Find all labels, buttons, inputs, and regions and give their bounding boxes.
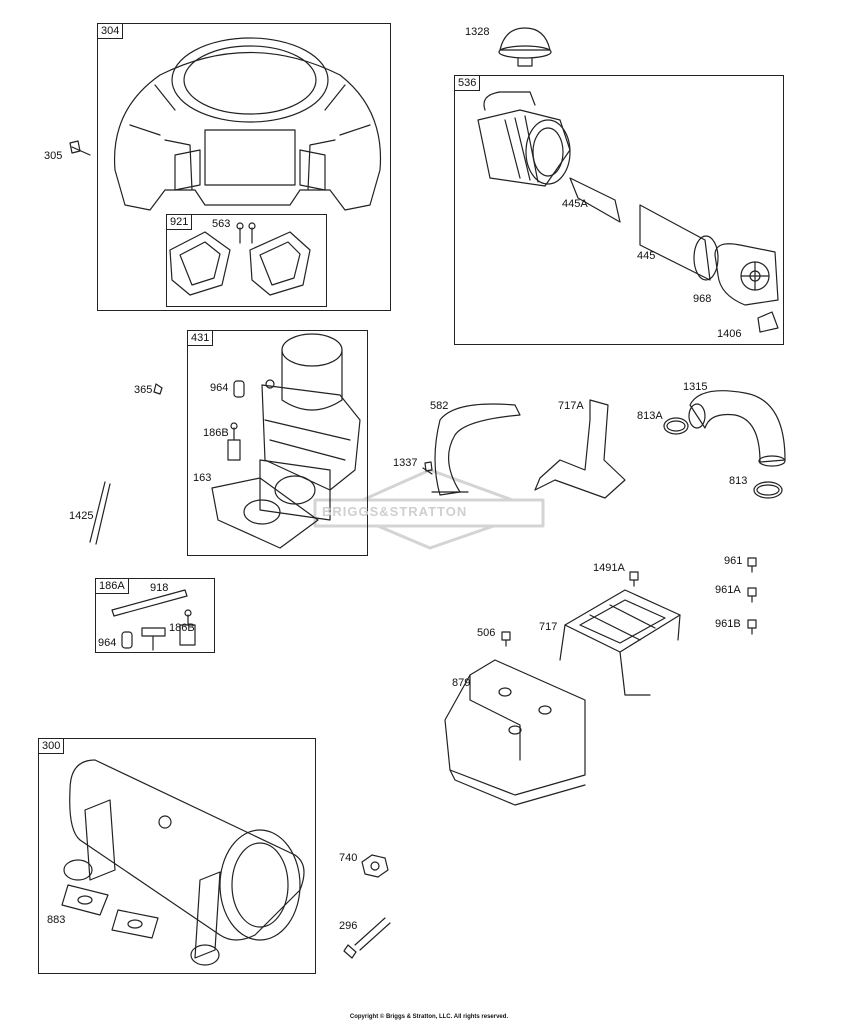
kit-186A-drawing (111, 589, 196, 651)
screw-365-drawing (153, 383, 163, 395)
part-label-1425: 1425 (69, 510, 94, 522)
part-label-961A: 961A (715, 584, 741, 596)
clamp-813-drawing (753, 481, 783, 499)
nut-740-drawing (361, 854, 389, 878)
part-label-582: 582 (430, 400, 449, 412)
stud-296-drawing (343, 917, 391, 959)
part-label-813: 813 (729, 475, 748, 487)
part-label-365: 365 (134, 384, 153, 396)
part-label-813A: 813A (637, 410, 663, 422)
cap-1328-drawing (498, 27, 552, 67)
part-label-1491A: 1491A (593, 562, 625, 574)
part-label-305: 305 (44, 150, 63, 162)
part-label-961: 961 (724, 555, 743, 567)
part-label-186B-b: 186B (169, 622, 195, 634)
group-label-300: 300 (39, 739, 65, 754)
bolt-305-drawing (69, 140, 91, 156)
group-label-536: 536 (455, 76, 481, 91)
part-label-1328: 1328 (465, 26, 490, 38)
baffles-921-drawing (169, 222, 311, 296)
part-label-740: 740 (339, 852, 358, 864)
hose-1315-drawing (688, 390, 786, 467)
part-label-506: 506 (477, 627, 496, 639)
screws-drawing (501, 557, 757, 647)
part-label-961B: 961B (715, 618, 741, 630)
fitting-186B-drawing (227, 422, 241, 461)
part-label-296: 296 (339, 920, 358, 932)
clamp-813A-drawing (663, 417, 689, 435)
watermark-logo (313, 468, 545, 550)
part-label-879: 879 (452, 677, 471, 689)
part-label-717: 717 (539, 621, 558, 633)
group-box-431: 431 (187, 330, 368, 556)
intake-431-drawing (211, 333, 361, 549)
muffler-300-drawing (61, 759, 305, 966)
part-label-918: 918 (150, 582, 169, 594)
part-label-445A: 445A (562, 198, 588, 210)
part-label-964-a: 964 (210, 382, 229, 394)
group-box-921: 921 (166, 214, 327, 307)
group-box-536: 536 (454, 75, 784, 345)
group-label-304: 304 (98, 24, 124, 39)
part-label-964-b: 964 (98, 637, 117, 649)
part-label-883: 883 (47, 914, 66, 926)
part-label-1337: 1337 (393, 457, 418, 469)
bracket-717-drawing (559, 589, 681, 696)
bracket-717A-drawing (534, 399, 626, 499)
rod-1425-drawing (89, 481, 111, 545)
bolt-1337-drawing (422, 461, 433, 475)
part-label-445: 445 (637, 250, 656, 262)
air-cleaner-536-drawing (477, 91, 779, 333)
cover-879-drawing (444, 659, 586, 806)
group-box-300: 300 (38, 738, 316, 974)
part-label-968: 968 (693, 293, 712, 305)
group-box-304: 304 (97, 23, 391, 311)
part-label-563: 563 (212, 218, 231, 230)
watermark-text: BRIGGS&STRATTON (322, 504, 468, 519)
part-label-1406: 1406 (717, 328, 742, 340)
group-label-431: 431 (188, 331, 214, 346)
part-label-1315: 1315 (683, 381, 708, 393)
blower-housing-drawing (113, 37, 382, 211)
group-label-921: 921 (167, 215, 193, 230)
part-label-163: 163 (193, 472, 212, 484)
tube-964-drawing (233, 380, 245, 398)
copyright-footer: Copyright © Briggs & Stratton, LLC. All … (349, 1014, 509, 1020)
group-label-186A: 186A (96, 579, 129, 594)
part-label-186B-a: 186B (203, 427, 229, 439)
part-label-717A: 717A (558, 400, 584, 412)
group-box-186A: 186A (95, 578, 215, 653)
shield-582-drawing (431, 403, 521, 496)
